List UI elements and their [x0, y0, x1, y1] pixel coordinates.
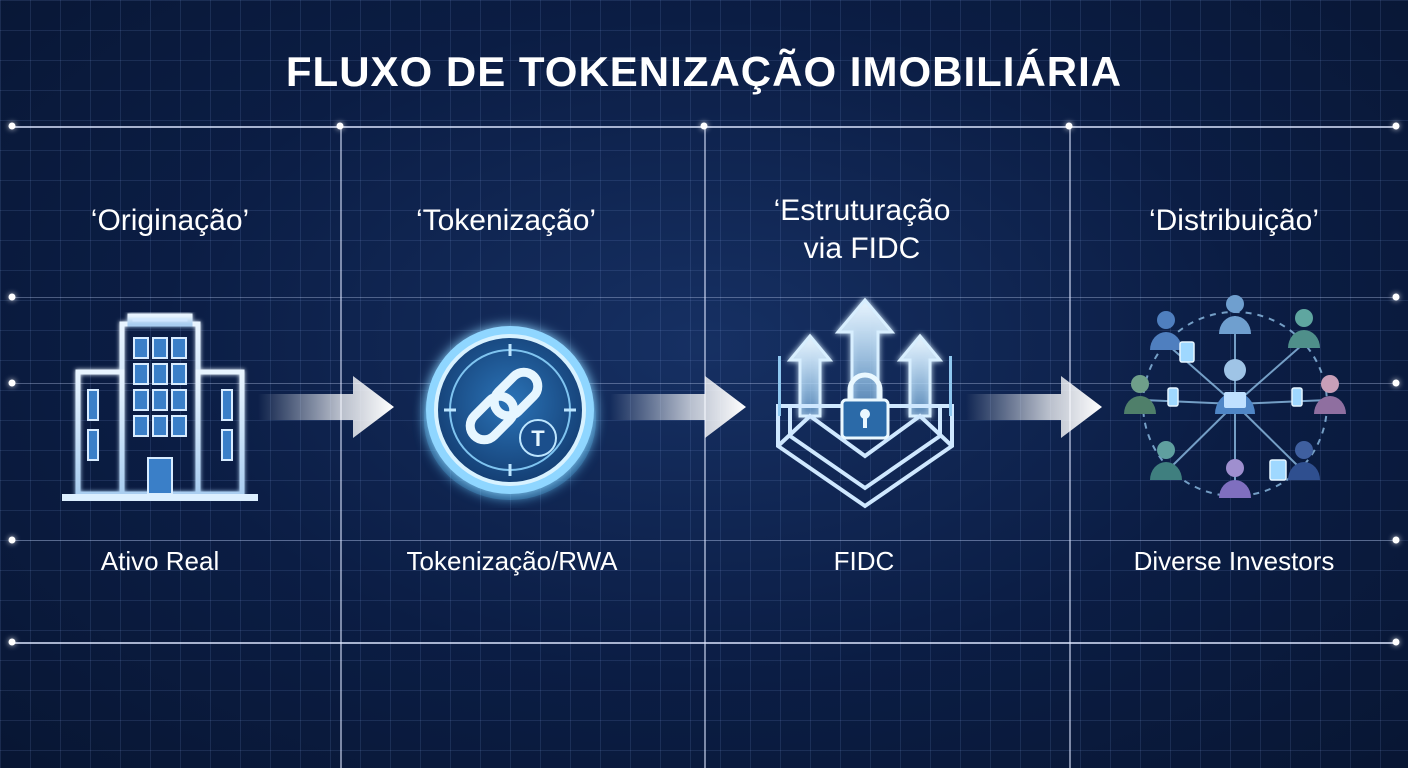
- grid-node: [8, 638, 16, 646]
- grid-node: [8, 122, 16, 130]
- flow-arrow-icon: [258, 376, 394, 438]
- stage-title-structuring: ‘Estruturação via FIDC: [773, 194, 951, 265]
- flow-arrow-icon: [966, 376, 1102, 438]
- grid-node: [8, 536, 16, 544]
- flow-arrow-icon: [610, 376, 746, 438]
- stage-title-tokenization: ‘Tokenização’: [415, 204, 597, 237]
- stage-label-investors: Diverse Investors: [1133, 546, 1335, 576]
- column-divider: [340, 126, 342, 768]
- stage-label-tokenization: Tokenização/RWA: [406, 546, 618, 576]
- column-divider: [1069, 126, 1071, 768]
- investors-network-icon: [1124, 295, 1346, 498]
- grid-node: [1392, 122, 1400, 130]
- grid-node: [1392, 638, 1400, 646]
- grid-node: [336, 122, 344, 130]
- token-link-icon: T: [424, 326, 596, 500]
- grid-node: [8, 293, 16, 301]
- diagram-title: FLUXO DE TOKENIZAÇÃO IMOBILIÁRIA: [285, 48, 1123, 95]
- stage-title-distribution: ‘Distribuição’: [1148, 204, 1320, 237]
- grid-node: [1065, 122, 1073, 130]
- grid-node: [1392, 293, 1400, 301]
- column-divider: [704, 126, 706, 768]
- grid-node: [8, 379, 16, 387]
- stage-label-origination: Ativo Real: [100, 546, 220, 576]
- grid-node: [1392, 536, 1400, 544]
- stage-label-fidc: FIDC: [833, 546, 895, 576]
- stage-title-origination: ‘Originação’: [90, 204, 250, 237]
- token-letter: T: [531, 426, 545, 451]
- grid-node: [700, 122, 708, 130]
- building-icon: [62, 313, 258, 501]
- grid-node: [1392, 379, 1400, 387]
- fidc-lock-icon: [776, 297, 954, 509]
